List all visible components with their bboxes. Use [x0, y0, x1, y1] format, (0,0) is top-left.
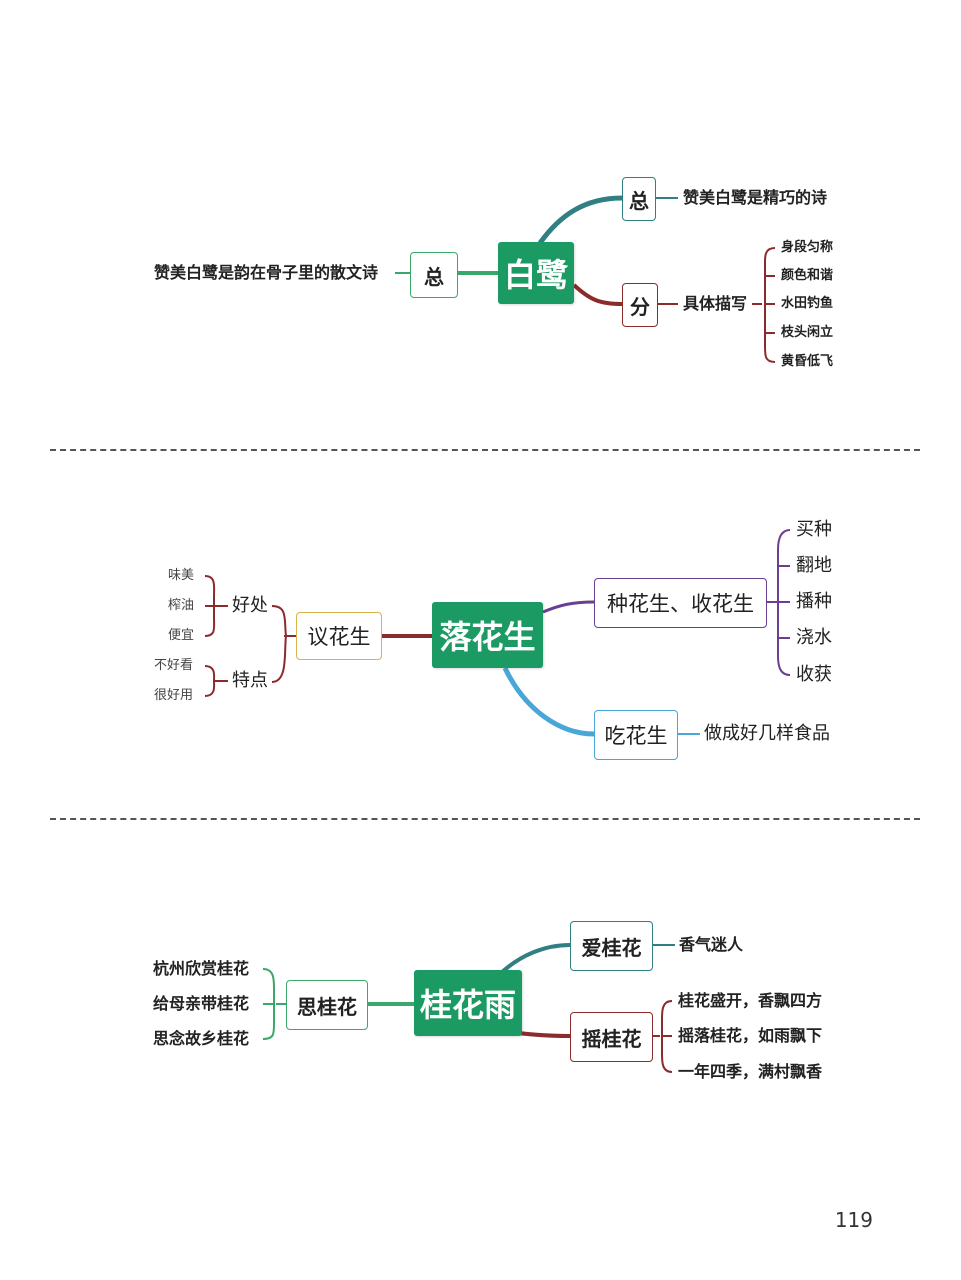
- process-item: 收获: [796, 664, 832, 685]
- good-item: 榨油: [168, 598, 195, 613]
- trait-item: 不好看: [154, 658, 194, 673]
- good-item: 味美: [168, 568, 195, 583]
- detail-item: 颜色和谐: [781, 268, 834, 283]
- detail-item: 水田钓鱼: [781, 296, 834, 311]
- bottom-item: 桂花盛开，香飘四方: [678, 991, 823, 1010]
- left-leaf-text: 赞美白鹭是韵在骨子里的散文诗: [154, 263, 379, 282]
- top-leaf-text: 香气迷人: [679, 935, 744, 954]
- page-number: 119: [834, 1208, 873, 1232]
- trait-item: 很好用: [154, 688, 194, 703]
- bottom-item: 摇落桂花，如雨飘下: [678, 1026, 823, 1045]
- good-label: 好处: [232, 595, 268, 616]
- section-divider: [50, 449, 920, 451]
- left-branch-node: 思桂花: [286, 980, 368, 1030]
- root-node: 白鹭: [498, 242, 574, 304]
- top-branch-node: 总: [622, 177, 656, 221]
- section1-connectors: [395, 195, 776, 363]
- left-branch-node: 总: [410, 252, 458, 298]
- process-item: 播种: [796, 591, 832, 612]
- left-item: 思念故乡桂花: [153, 1029, 250, 1048]
- process-item: 浇水: [796, 627, 832, 648]
- bottom-branch-node: 分: [622, 283, 658, 327]
- bottom-mid-text: 具体描写: [683, 294, 748, 313]
- root-node: 落花生: [432, 602, 543, 668]
- bottom-branch-node: 摇桂花: [570, 1012, 653, 1062]
- left-item: 给母亲带桂花: [153, 994, 250, 1013]
- left-branch-node: 议花生: [296, 612, 382, 660]
- detail-item: 枝头闲立: [781, 325, 834, 340]
- section-divider: [50, 818, 920, 820]
- detail-item: 身段匀称: [781, 240, 834, 255]
- top-branch-node: 种花生、收花生: [594, 578, 767, 628]
- left-item: 杭州欣赏桂花: [153, 959, 250, 978]
- process-item: 买种: [796, 519, 832, 540]
- section2-connectors: [204, 529, 791, 737]
- good-item: 便宜: [168, 628, 195, 643]
- root-node: 桂花雨: [414, 970, 522, 1036]
- top-leaf-text: 赞美白鹭是精巧的诗: [683, 188, 828, 207]
- bottom-item: 一年四季，满村飘香: [678, 1062, 823, 1081]
- process-item: 翻地: [796, 555, 832, 576]
- top-branch-node: 爱桂花: [570, 921, 653, 971]
- trait-label: 特点: [232, 670, 268, 691]
- bottom-branch-node: 吃花生: [594, 710, 678, 760]
- bottom-leaf-text: 做成好几样食品: [704, 723, 830, 744]
- detail-item: 黄昏低飞: [781, 354, 834, 369]
